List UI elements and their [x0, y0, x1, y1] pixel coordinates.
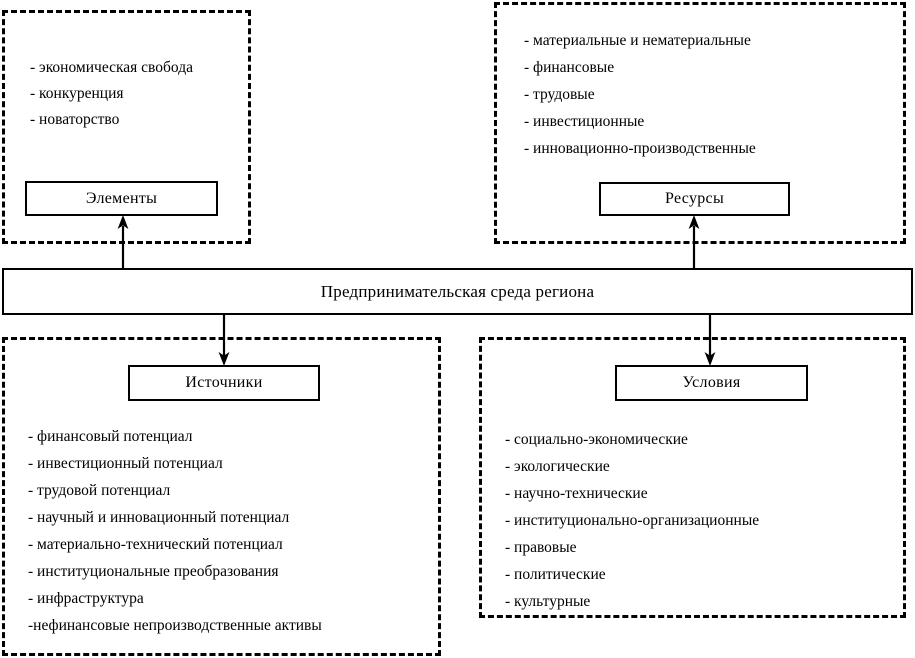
- node-sources[interactable]: Источники: [128, 365, 320, 401]
- list-item: - финансовый потенциал: [28, 428, 193, 445]
- list-item: - правовые: [505, 539, 577, 556]
- resources-item-list: - материальные и нематериальные - финанс…: [524, 27, 896, 162]
- node-resources-label: Ресурсы: [664, 190, 725, 207]
- node-elements-label: Элементы: [85, 189, 158, 207]
- central-bar-label: Предпринимательская среда региона: [320, 281, 595, 301]
- list-item: - институциональные преобразования: [28, 563, 279, 580]
- elements-item-list: - экономическая свобода - конкуренция - …: [30, 55, 230, 133]
- list-item: - социально-экономические: [505, 431, 688, 448]
- list-item: - инфраструктура: [28, 590, 144, 607]
- arrow-center-to-sources: [215, 315, 233, 367]
- list-item: - трудовой потенциал: [28, 482, 171, 499]
- quadrant-elements: [2, 10, 251, 244]
- list-item: - научный и инновационный потенциал: [28, 509, 290, 526]
- arrow-center-to-elements: [114, 214, 132, 270]
- list-item: - политические: [505, 566, 606, 583]
- sources-item-list: - финансовый потенциал - инвестиционный …: [28, 423, 428, 639]
- list-item: - материальные и нематериальные: [524, 32, 751, 49]
- list-item: - конкуренция: [30, 85, 124, 102]
- arrow-center-to-conditions: [701, 315, 719, 367]
- list-item: - инвестиционные: [524, 113, 645, 130]
- quadrant-conditions: [479, 337, 906, 618]
- list-item: - новаторство: [30, 111, 120, 128]
- list-item: - финансовые: [524, 59, 615, 76]
- list-item: - культурные: [505, 593, 591, 610]
- list-item: -нефинансовые непроизводственные активы: [28, 617, 322, 634]
- list-item: - экологические: [505, 458, 610, 475]
- list-item: - материально-технический потенциал: [28, 536, 283, 553]
- conditions-item-list: - социально-экономические - экологически…: [505, 426, 895, 615]
- list-item: - инвестиционный потенциал: [28, 455, 223, 472]
- node-entrepreneurial-environment[interactable]: Предпринимательская среда региона: [2, 268, 913, 315]
- quadrant-sources: [2, 337, 441, 656]
- list-item: - институционально-организационные: [505, 512, 760, 529]
- list-item: - экономическая свобода: [30, 59, 193, 76]
- node-conditions[interactable]: Условия: [615, 365, 808, 401]
- list-item: - научно-технические: [505, 485, 648, 502]
- arrow-center-to-resources: [685, 214, 703, 270]
- node-resources[interactable]: Ресурсы: [599, 182, 790, 216]
- node-sources-label: Источники: [185, 374, 263, 391]
- list-item: - трудовые: [524, 86, 595, 103]
- node-conditions-label: Условия: [682, 374, 741, 391]
- list-item: - инновационно-производственные: [524, 140, 756, 157]
- quadrant-resources: [494, 2, 906, 244]
- node-elements[interactable]: Элементы: [25, 181, 218, 216]
